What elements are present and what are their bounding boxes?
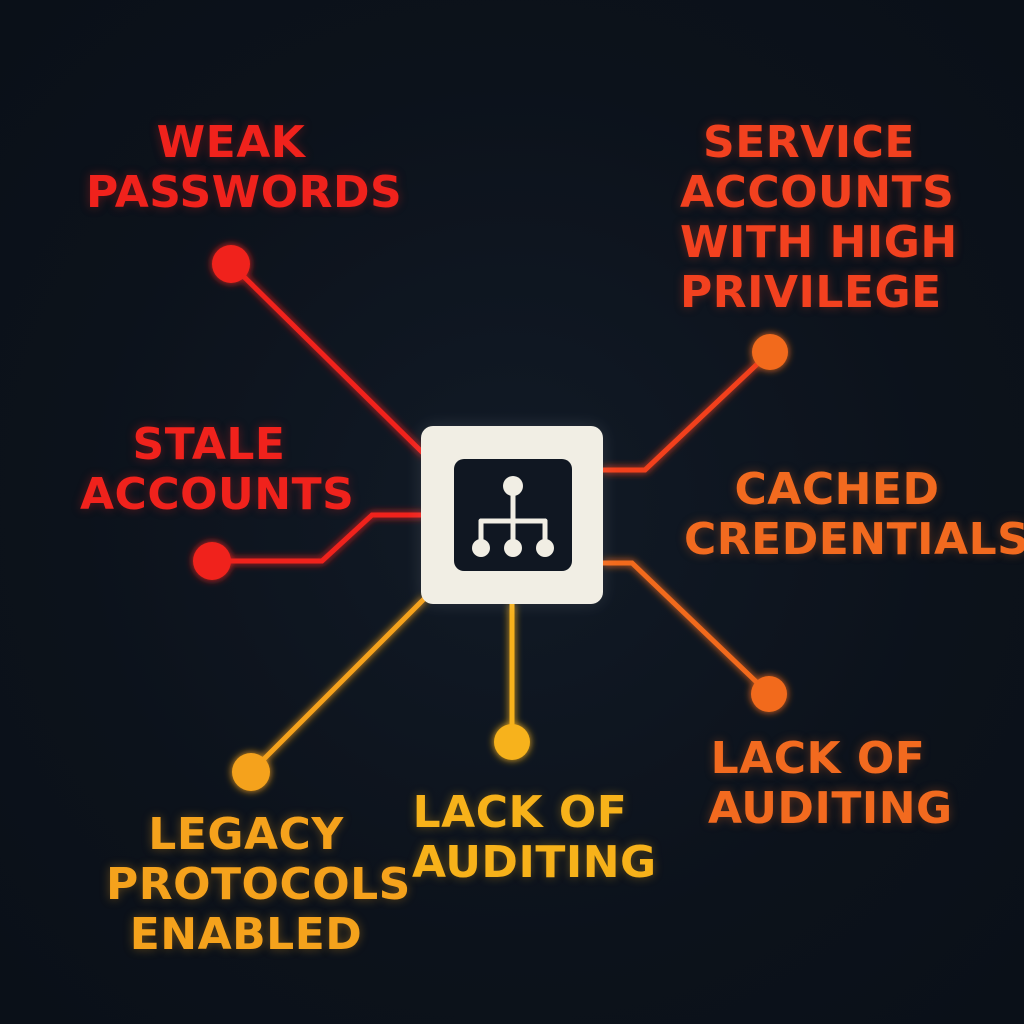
label-cached-credentials: CACHED CREDENTIALS xyxy=(684,464,1024,565)
connector-service-accounts xyxy=(603,334,788,473)
label-legacy-protocols: LEGACY PROTOCOLS ENABLED xyxy=(106,809,411,960)
label-line: WEAK xyxy=(156,117,306,168)
connector-lack-of-auditing-right xyxy=(603,560,787,712)
label-weak-passwords: WEAK PASSWORDS xyxy=(86,117,403,218)
label-stale-accounts: STALE ACCOUNTS xyxy=(80,419,355,520)
label-line: ACCOUNTS xyxy=(80,469,355,520)
label-line: PASSWORDS xyxy=(86,167,403,218)
node-dot-service-accounts xyxy=(752,334,788,370)
label-line: AUDITING xyxy=(708,783,953,834)
label-lack-of-auditing-center: LACK OF AUDITING xyxy=(412,787,657,888)
label-line: ACCOUNTS xyxy=(680,167,955,218)
label-line: WITH HIGH xyxy=(680,217,958,268)
label-line: STALE xyxy=(132,419,286,470)
connector-weak-passwords xyxy=(212,245,427,457)
label-line: PRIVILEGE xyxy=(680,267,942,318)
org-hierarchy-icon xyxy=(454,459,572,571)
label-line: PROTOCOLS xyxy=(106,859,411,910)
label-line: CREDENTIALS xyxy=(684,514,1024,565)
label-line: AUDITING xyxy=(412,837,657,888)
label-line: LACK OF xyxy=(710,733,926,784)
connector-stale-accounts xyxy=(193,512,425,580)
label-line: SERVICE xyxy=(703,117,915,168)
label-line: LACK OF xyxy=(412,787,628,838)
node-dot-lack-of-auditing-right xyxy=(751,676,787,712)
node-dot-stale-accounts xyxy=(193,542,231,580)
connector-lack-of-auditing-center xyxy=(494,604,530,760)
label-line: ENABLED xyxy=(129,909,363,960)
connector-legacy-protocols xyxy=(232,596,427,791)
node-dot-legacy-protocols xyxy=(232,753,270,791)
label-lack-of-auditing-right: LACK OF AUDITING xyxy=(708,733,953,834)
node-dot-weak-passwords xyxy=(212,245,250,283)
central-hub xyxy=(421,426,603,604)
node-dot-lack-of-auditing-center xyxy=(494,724,530,760)
label-line: LEGACY xyxy=(148,809,344,860)
label-service-accounts: SERVICE ACCOUNTS WITH HIGH PRIVILEGE xyxy=(680,117,958,318)
label-line: CACHED xyxy=(734,464,940,515)
